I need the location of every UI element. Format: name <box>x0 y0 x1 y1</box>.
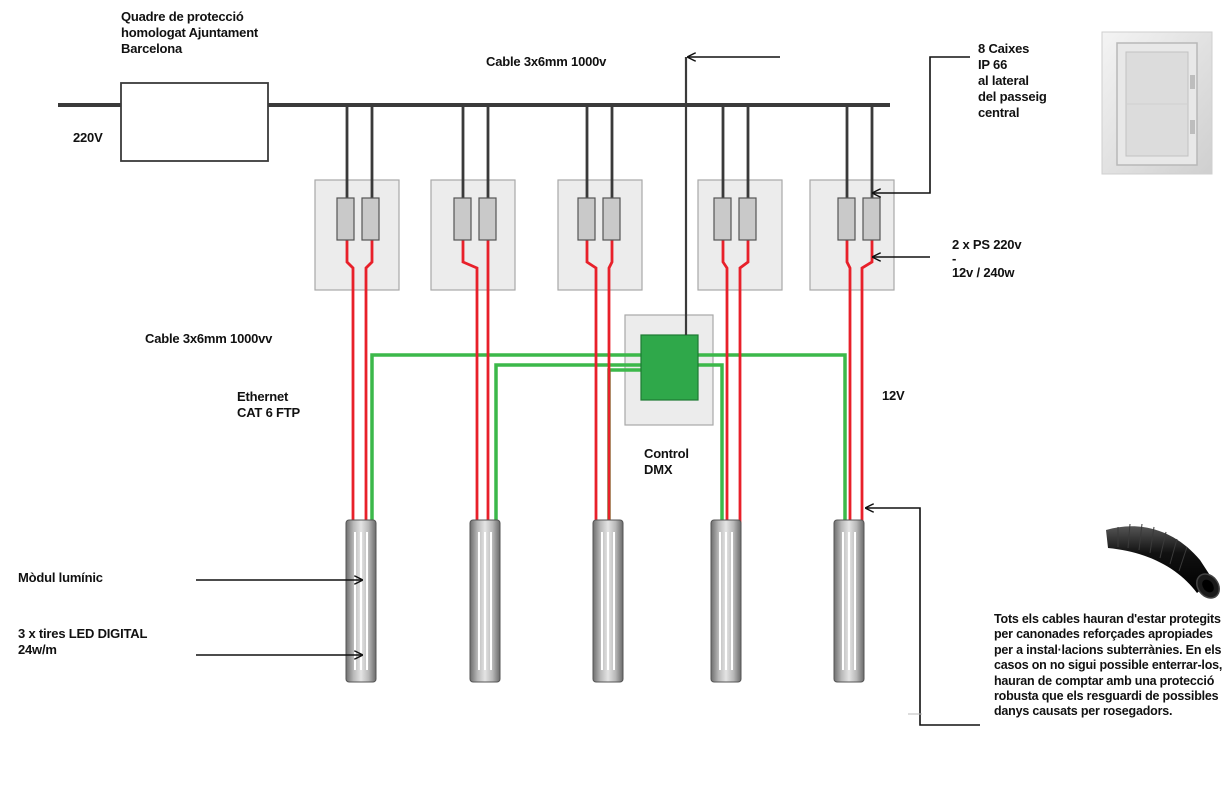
dmx-controller <box>640 334 699 401</box>
power-supplies <box>336 197 881 241</box>
light-module <box>592 519 624 683</box>
power-drop-wires <box>345 107 874 200</box>
light-modules <box>345 519 865 683</box>
protection-panel-box <box>120 82 269 162</box>
label-line: Control <box>644 446 689 461</box>
dmx-controller-label: Control DMX <box>644 446 689 478</box>
low-voltage-label: 12V <box>882 388 905 403</box>
label-line: central <box>978 105 1020 120</box>
arrow-conduit-note <box>866 508 980 726</box>
main-cable-label: Cable 3x6mm 1000v <box>486 54 607 69</box>
label-line: IP 66 <box>978 57 1008 72</box>
label-line: 12v / 240w <box>952 265 1015 280</box>
feed-cable-label: Cable 3x6mm 1000vv <box>145 331 273 346</box>
label-line: CAT 6 FTP <box>237 405 300 420</box>
light-module <box>469 519 501 683</box>
label-line: Quadre de protecció <box>121 9 244 24</box>
boxes-label: 8 Caixes IP 66 al lateral del passeig ce… <box>978 41 1047 121</box>
arrow-boxes <box>873 56 970 193</box>
light-module <box>833 519 865 683</box>
protection-panel-label: Quadre de protecció homologat Ajuntament… <box>121 9 258 57</box>
light-module <box>345 519 377 683</box>
light-module <box>710 519 742 683</box>
mains-voltage-label: 220V <box>73 130 103 145</box>
label-line: del passeig <box>978 89 1047 104</box>
label-line: - <box>952 251 957 266</box>
led-strips-label: 3 x tires LED DIGITAL 24w/m <box>18 626 147 658</box>
label-line: 8 Caixes <box>978 41 1030 56</box>
junction-box <box>557 179 643 291</box>
light-module-label: Mòdul lumínic <box>18 570 103 585</box>
label-line: 2 x PS 220v <box>952 237 1022 252</box>
low-voltage-wires <box>345 240 874 525</box>
label-line: Barcelona <box>121 41 183 56</box>
label-line: DMX <box>644 462 673 477</box>
label-line: homologat Ajuntament <box>121 25 259 40</box>
conduit-protection-note: Tots els cables hauran d'estar protegits… <box>994 612 1223 719</box>
annotation-arrows <box>196 56 980 726</box>
label-line: 3 x tires LED DIGITAL <box>18 626 148 641</box>
label-line: Ethernet <box>237 389 289 404</box>
junction-box <box>314 179 400 291</box>
label-line: 24w/m <box>18 642 57 657</box>
ethernet-label: Ethernet CAT 6 FTP <box>237 389 300 421</box>
junction-box <box>430 179 516 291</box>
junction-box-photo <box>1101 31 1213 175</box>
corrugated-conduit-photo <box>1106 523 1220 599</box>
power-supply-label: 2 x PS 220v - 12v / 240w <box>952 237 1022 280</box>
label-line: al lateral <box>978 73 1029 88</box>
